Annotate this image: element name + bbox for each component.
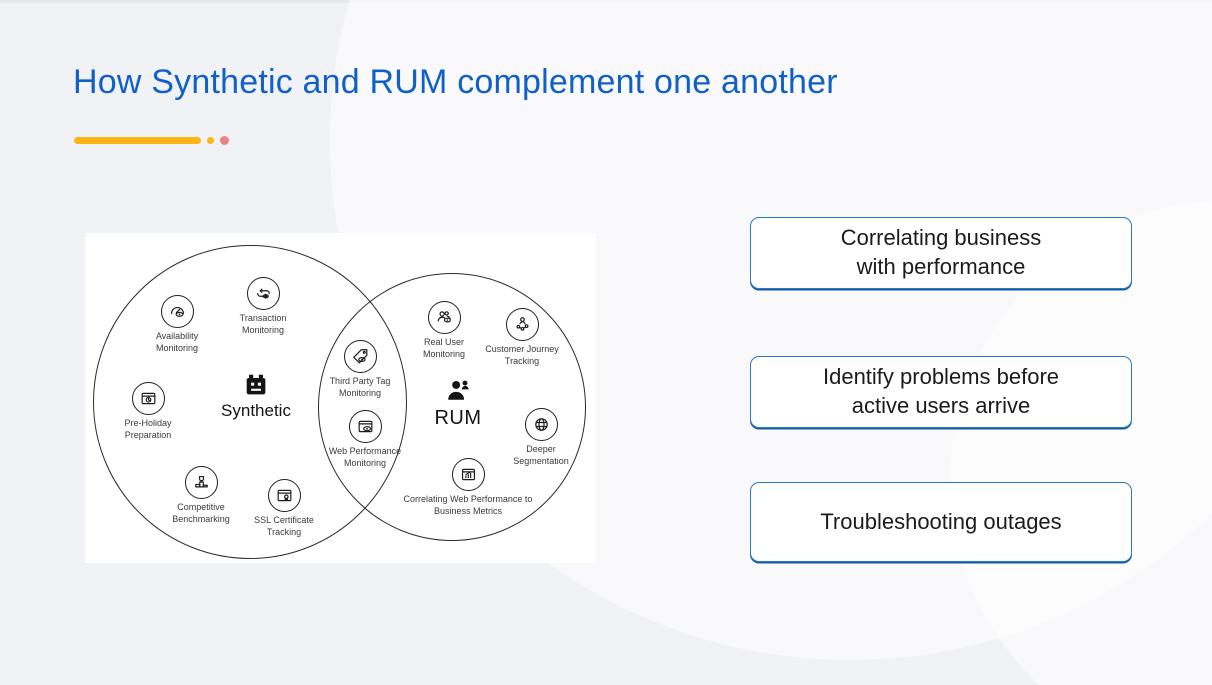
callout-text: Troubleshooting outages [820, 508, 1062, 534]
node-label: Third Party Tag Monitoring [329, 376, 391, 398]
node-pre-holiday-preparation: Pre-Holiday Preparation [108, 382, 188, 441]
node-customer-journey-tracking: Customer Journey Tracking [473, 308, 571, 367]
callout-identify-problems: Identify problems before active users ar… [750, 356, 1132, 428]
trophy-podium-icon [184, 466, 218, 499]
callout-correlating-business: Correlating business with performance [750, 217, 1132, 289]
node-label: Real User Monitoring [422, 337, 466, 359]
title-underline [74, 136, 229, 145]
gauge-eye-icon [160, 295, 194, 328]
synthetic-center-group: Synthetic [221, 371, 291, 421]
rum-label: RUM [434, 407, 482, 429]
node-label: Pre-Holiday Preparation [124, 418, 172, 440]
callout-troubleshooting-outages: Troubleshooting outages [750, 482, 1132, 562]
accent-dot-pink [220, 136, 229, 145]
browser-clock-icon [131, 382, 165, 415]
users-eye-icon [427, 301, 461, 334]
node-availability-monitoring: Availability Monitoring [137, 295, 217, 354]
node-third-party-tag-monitoring: Third Party Tag Monitoring [325, 340, 395, 399]
robot-icon [246, 374, 266, 395]
node-label: Transaction Monitoring [239, 313, 287, 335]
node-label: Deeper Segmentation [513, 444, 569, 466]
globe-grid-icon [524, 408, 558, 441]
accent-bar [74, 137, 201, 144]
journey-nodes-icon [505, 308, 539, 341]
node-label: Correlating Web Performance to Business … [403, 494, 533, 516]
node-label: Customer Journey Tracking [485, 344, 559, 366]
callout-text: Identify problems before active users ar… [822, 364, 1060, 418]
transaction-loop-icon [246, 277, 280, 310]
node-label: Competitive Benchmarking [172, 502, 230, 524]
page-title: How Synthetic and RUM complement one ano… [73, 63, 838, 101]
node-ssl-certificate-tracking: SSL Certificate Tracking [248, 479, 320, 538]
rum-center-group: RUM [434, 377, 481, 430]
rum-circle [318, 273, 586, 541]
node-label: SSL Certificate Tracking [254, 515, 314, 537]
node-correlating-web-performance: Correlating Web Performance to Business … [402, 458, 534, 517]
accent-dot-yellow [207, 137, 214, 144]
venn-diagram-panel: Synthetic RUM Availability Monitoring Tr… [85, 233, 596, 563]
node-label: Availability Monitoring [155, 331, 199, 353]
browser-certificate-icon [267, 479, 301, 512]
tag-eye-icon [343, 340, 377, 373]
browser-chart-icon [451, 458, 485, 491]
synthetic-label: Synthetic [221, 401, 291, 420]
node-web-performance-monitoring: Web Performance Monitoring [319, 410, 411, 469]
users-icon [447, 380, 469, 400]
node-deeper-segmentation: Deeper Segmentation [501, 408, 581, 467]
node-label: Web Performance Monitoring [328, 446, 402, 468]
node-competitive-benchmarking: Competitive Benchmarking [161, 466, 241, 525]
browser-eye-icon [348, 410, 382, 443]
callout-text: Correlating business with performance [840, 225, 1042, 279]
node-transaction-monitoring: Transaction Monitoring [223, 277, 303, 336]
node-real-user-monitoring: Real User Monitoring [404, 301, 484, 360]
